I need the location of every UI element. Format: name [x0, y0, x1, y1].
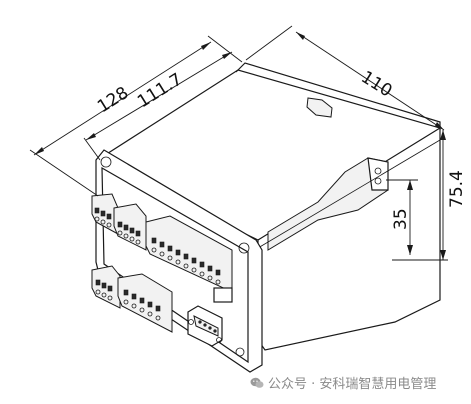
clip-hole-bottom — [374, 177, 382, 185]
dim-label-75-4: 75.4 — [447, 170, 467, 208]
front-panel-inner — [101, 166, 249, 364]
watermark-text: 公众号 · 安科瑞智慧用电管理 — [268, 377, 437, 392]
top-latch — [306, 97, 333, 118]
dim-line-111-7 — [85, 51, 233, 141]
ext-line-111-7-left — [83, 137, 101, 161]
aux-connector — [213, 287, 233, 303]
dim-label-128: 128 — [94, 83, 132, 117]
dimension-35: 35 — [386, 179, 418, 255]
terminal-block-upper-middle — [113, 203, 147, 251]
corner-screw-bottom-right — [235, 347, 245, 357]
front-panel — [91, 149, 263, 373]
ext-line-110-left — [245, 25, 293, 61]
dimension-75-4: 75.4 — [392, 130, 467, 261]
wechat-icon — [250, 377, 264, 388]
corner-screw-top-left — [100, 156, 112, 168]
ext-line-128-left — [29, 149, 99, 197]
watermark: 公众号 · 安科瑞智慧用电管理 — [250, 373, 436, 392]
dim-line-128 — [33, 41, 212, 156]
clip-hole-top — [374, 167, 382, 175]
dim-label-35: 35 — [391, 208, 411, 230]
dim-line-110 — [295, 31, 445, 131]
db9-connector — [187, 305, 223, 347]
dim-label-110: 110 — [357, 67, 395, 101]
ext-line-128-right — [207, 35, 243, 63]
corner-screw-top-right — [238, 242, 250, 254]
dim-label-111-7: 111.7 — [134, 69, 186, 112]
terminal-block-lower-right — [117, 273, 173, 333]
terminal-block-lower-left — [91, 265, 121, 309]
side-groove — [257, 139, 441, 249]
